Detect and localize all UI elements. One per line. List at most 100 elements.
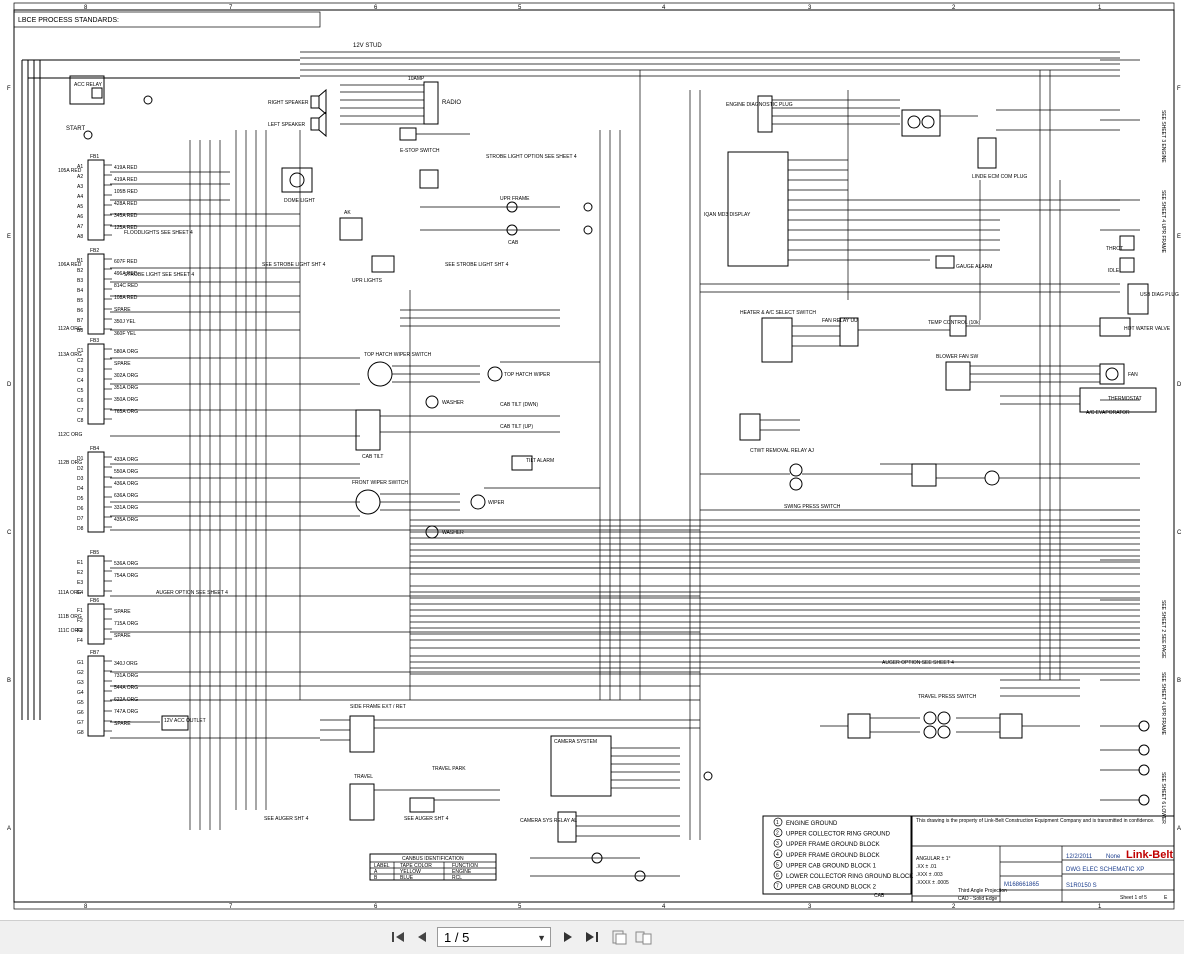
viewer-toolbar: 1 / 5 ▼: [0, 920, 1184, 954]
page-view-icon: [612, 930, 627, 945]
fuse-pin: F4: [77, 638, 83, 644]
wire-label: 765A ORG: [114, 409, 138, 415]
estop-label: E-STOP SWITCH: [400, 148, 440, 154]
sheet-reference: SEE SHEET 4 UPR FRAME: [1160, 672, 1166, 736]
column-number: 7: [229, 5, 233, 11]
fuse-pin: A8: [77, 234, 83, 240]
fuse-pin: C1: [77, 348, 84, 354]
first-page-icon: [392, 932, 404, 942]
cab-tilt-label: CAB TILT: [362, 454, 384, 460]
row-letter: D: [1177, 382, 1182, 388]
canbus-cell: BLUE: [400, 875, 414, 881]
throt-label: THROT: [1106, 246, 1123, 252]
fuse-block-label: FB5: [90, 550, 99, 556]
feed-label: 111A ORG: [58, 590, 82, 596]
fuse-pin: B6: [77, 308, 83, 314]
fuse-pin: G8: [77, 730, 84, 736]
row-letter: B: [1177, 678, 1181, 684]
ground-number-circle: [773, 881, 783, 890]
see-auger-label-b: SEE AUGER SHT 4: [404, 816, 449, 822]
row-letter: E: [1177, 234, 1181, 240]
column-number: 5: [518, 5, 522, 11]
feed-label: 106A RED: [58, 262, 82, 268]
wire-label: 814C RED: [114, 283, 138, 289]
fuse-block-body: [87, 343, 105, 425]
title-note: This drawing is the property of Link-Bel…: [916, 818, 1154, 824]
upr-frame: UPR FRAME CAB AK UPR LIGHTS SEE STROBE L…: [262, 196, 593, 327]
prev-page-button[interactable]: [414, 929, 430, 945]
first-page-button[interactable]: [390, 929, 406, 945]
wire-label: 419A RED: [114, 177, 138, 183]
tol-angular: ANGULAR ± 1°: [916, 856, 950, 862]
ground-label: UPPER COLLECTOR RING GROUND: [786, 832, 891, 838]
front-wiper: FRONT WIPER SWITCH WIPER WASHER: [352, 480, 600, 539]
connector-tag: [1138, 744, 1150, 756]
tol-2: .XX ± .01: [916, 864, 937, 870]
drawing-date: 12/2/2011: [1066, 854, 1093, 860]
column-number: 4: [662, 904, 666, 910]
column-number: 3: [808, 5, 812, 11]
fuse-pin: A7: [77, 224, 83, 230]
two-page-button[interactable]: [634, 929, 652, 945]
drawing-scale: None: [1106, 854, 1121, 860]
part-number: M168661865: [1004, 882, 1040, 888]
third-angle-label: Third Angle Projection: [958, 888, 1007, 894]
fuse-pin: C2: [77, 358, 84, 364]
column-number: 8: [84, 904, 88, 910]
wire-label: SPARE: [114, 361, 131, 367]
cab-tilt-dwn-label: CAB TILT (DWN): [500, 402, 538, 408]
page-indicator: 1 / 5: [444, 930, 470, 945]
chevron-down-icon: ▼: [537, 933, 546, 943]
column-number: 4: [662, 5, 666, 11]
last-page-button[interactable]: [584, 929, 600, 945]
row-letter: B: [7, 678, 11, 684]
top-hatch-switch-label: TOP HATCH WIPER SWITCH: [364, 352, 432, 358]
wire-label: 433A ORG: [114, 457, 138, 463]
see-auger-label-a: SEE AUGER SHT 4: [264, 816, 309, 822]
rev-letter: E: [1164, 895, 1168, 901]
dome-strobe: DOME LIGHT STROBE LIGHT OPTION SEE SHEET…: [124, 154, 577, 278]
ground-number: 5: [776, 862, 779, 868]
fuse-pin: C8: [77, 418, 84, 424]
wire-label: 580A ORG: [114, 349, 138, 355]
fuse-pin: B8: [77, 328, 83, 334]
hot-water-label: HOT WATER VALVE: [1124, 326, 1171, 332]
single-page-button[interactable]: [610, 929, 628, 945]
wire-label: 340J ORG: [114, 661, 138, 667]
fuse-block-label: FB6: [90, 598, 99, 604]
fuse-pin: F3: [77, 628, 83, 634]
fuse-pin: G7: [77, 720, 84, 726]
tol-4: .XXXX ± .0005: [916, 880, 949, 886]
fuse-block-body: [87, 555, 105, 597]
ground-number: 6: [776, 873, 779, 879]
strobe-sht4-label-b: SEE STROBE LIGHT SHT 4: [445, 262, 509, 268]
column-number: 1: [1098, 5, 1102, 11]
diag-plug-label: ENGINE DIAGNOSTIC PLUG: [726, 102, 793, 108]
wire-label: SPARE: [114, 307, 131, 313]
wire-label: SPARE: [114, 609, 131, 615]
side-frame-label: SIDE FRAME EXT / RET: [350, 704, 406, 710]
next-page-button[interactable]: [560, 929, 576, 945]
display-label: IQAN MD3 DISPLAY: [704, 212, 751, 218]
fuse-block-body: [87, 451, 105, 533]
prev-page-icon: [418, 932, 426, 942]
fuse-block-label: FB2: [90, 248, 99, 254]
washer-label-b: WASHER: [442, 530, 464, 536]
fuse-block-label: FB4: [90, 446, 99, 452]
travel-press: AUGER OPTION SEE SHEET 4 TRAVEL PRESS SW…: [820, 660, 1080, 739]
fuse-block-label: FB7: [90, 650, 99, 656]
column-number: 6: [374, 5, 378, 11]
ground-label: LOWER COLLECTOR RING GROUND BLOCK: [786, 874, 913, 880]
ground-number-circle: [773, 838, 783, 848]
uprframe-label: UPR FRAME: [500, 196, 530, 202]
fuse-pin: G2: [77, 670, 84, 676]
canbus-cell: ENGINE: [452, 869, 472, 875]
radio-label: RADIO: [442, 100, 461, 106]
page-selector[interactable]: 1 / 5 ▼: [437, 927, 551, 947]
top-hatch-wiper-label: TOP HATCH WIPER: [504, 372, 551, 378]
fuse-pin: D6: [77, 506, 84, 512]
